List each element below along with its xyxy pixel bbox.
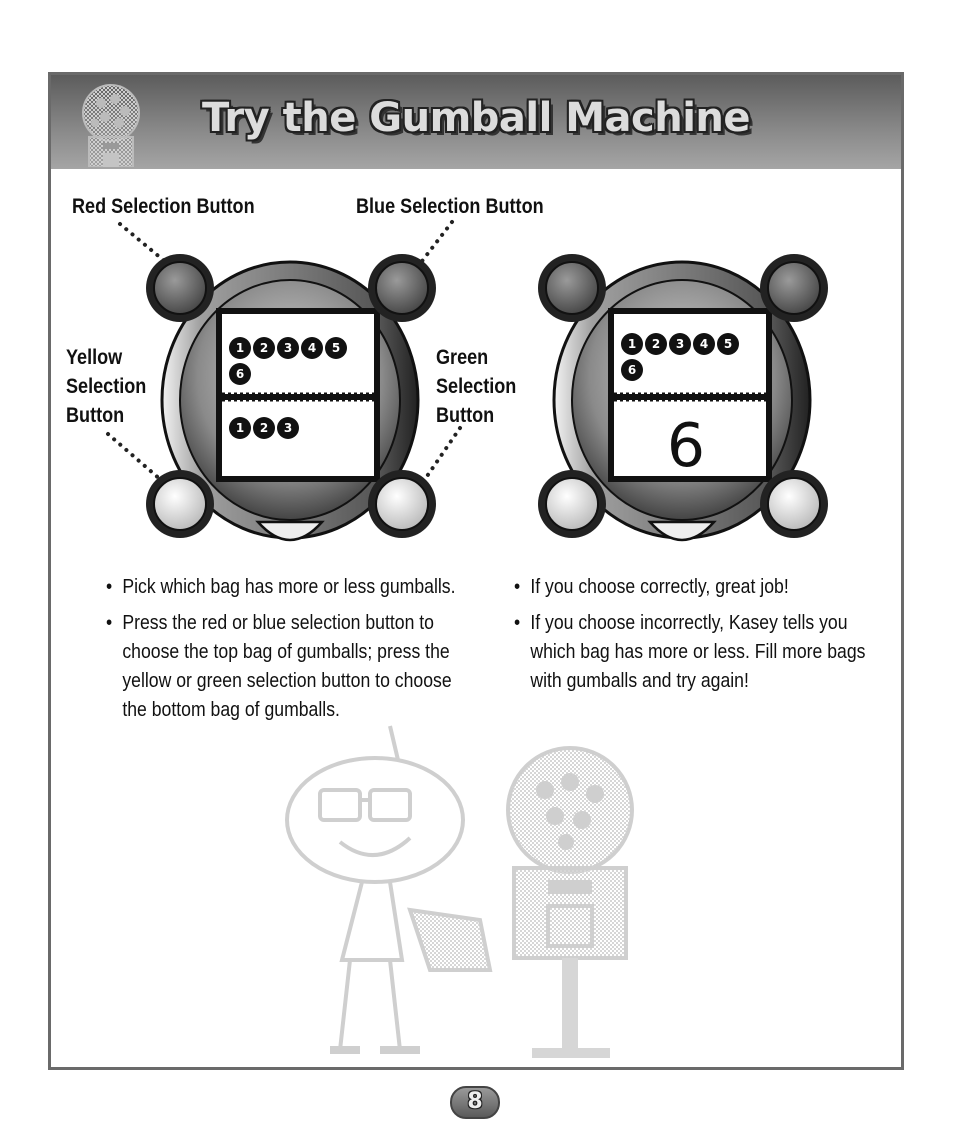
instructions-left: Pick which bag has more or less gumballs… <box>106 572 465 731</box>
list-item: Press the red or blue selection button t… <box>106 608 465 724</box>
red-selection-button[interactable] <box>538 254 606 322</box>
label-blue-button: Blue Selection Button <box>356 195 544 218</box>
header-bar: Try the Gumball Machine <box>51 75 901 169</box>
gumball-machine-icon <box>82 84 140 167</box>
svg-text:6: 6 <box>236 367 244 381</box>
green-selection-button[interactable] <box>760 470 828 538</box>
gumball-machine-illustration <box>506 746 634 1058</box>
gumball-2: 2 <box>253 337 275 359</box>
content-frame: Try the Gumball Machine <box>48 72 904 1070</box>
gumball-1: 1 <box>229 337 251 359</box>
blue-selection-button[interactable] <box>368 254 436 322</box>
display-digit: 6 <box>667 411 705 481</box>
gumball-4: 4 <box>693 333 715 355</box>
gumball-b2: 2 <box>253 417 275 439</box>
gumball-5: 5 <box>717 333 739 355</box>
list-item: If you choose incorrectly, Kasey tells y… <box>514 608 873 695</box>
svg-text:5: 5 <box>724 337 732 351</box>
red-selection-button[interactable] <box>146 254 214 322</box>
kasey-character-illustration <box>285 725 493 1054</box>
background-illustration <box>285 725 634 1058</box>
gumball-5: 5 <box>325 337 347 359</box>
blue-selection-button[interactable] <box>760 254 828 322</box>
page-number-badge: 8 <box>450 1086 500 1119</box>
gumball-3: 3 <box>277 337 299 359</box>
svg-text:1: 1 <box>236 341 244 355</box>
yellow-selection-button[interactable] <box>538 470 606 538</box>
gumball-b3: 3 <box>277 417 299 439</box>
list-item: If you choose correctly, great job! <box>514 572 873 601</box>
label-red-button: Red Selection Button <box>72 195 255 218</box>
dotted-leader-yellow <box>106 432 186 502</box>
svg-text:2: 2 <box>260 341 268 355</box>
svg-text:3: 3 <box>676 337 684 351</box>
gumball-2: 2 <box>645 333 667 355</box>
svg-text:2: 2 <box>260 421 268 435</box>
gumball-1: 1 <box>621 333 643 355</box>
svg-text:3: 3 <box>284 341 292 355</box>
page-title: Try the Gumball Machine <box>201 95 751 141</box>
gumball-3: 3 <box>669 333 691 355</box>
svg-text:3: 3 <box>284 421 292 435</box>
svg-text:2: 2 <box>652 337 660 351</box>
gumball-4: 4 <box>301 337 323 359</box>
instructions-right: If you choose correctly, great job! If y… <box>514 572 873 702</box>
list-item: Pick which bag has more or less gumballs… <box>106 572 465 601</box>
gumball-b1: 1 <box>229 417 251 439</box>
svg-text:1: 1 <box>236 421 244 435</box>
gumball-6: 6 <box>229 363 251 385</box>
yellow-selection-button[interactable] <box>146 470 214 538</box>
svg-text:4: 4 <box>308 341 316 355</box>
svg-text:1: 1 <box>628 337 636 351</box>
dotted-leader-red <box>118 222 194 286</box>
svg-text:5: 5 <box>332 341 340 355</box>
svg-text:6: 6 <box>628 363 636 377</box>
dotted-leader-green <box>406 426 462 506</box>
gumball-6: 6 <box>621 359 643 381</box>
svg-text:4: 4 <box>700 337 708 351</box>
device-left: 1 2 3 4 5 6 1 2 3 <box>146 254 436 542</box>
green-selection-button[interactable] <box>368 470 436 538</box>
device-right: 1 2 3 4 5 6 6 <box>538 254 828 542</box>
